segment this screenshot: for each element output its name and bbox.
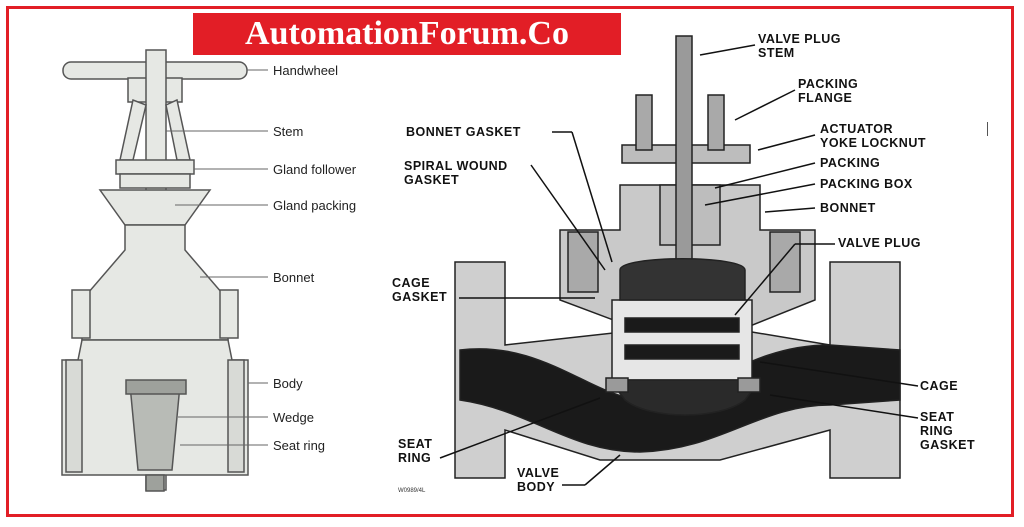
gate-leader-lines bbox=[166, 69, 268, 446]
label-valve-plug-stem: VALVE PLUG STEM bbox=[758, 32, 842, 60]
label-bonnet-gasket: BONNET GASKET bbox=[406, 125, 521, 139]
brand-banner: AutomationForum.Co bbox=[193, 13, 621, 55]
bonnet-bolt-left bbox=[71, 289, 91, 339]
drawing-code: W0989/4L bbox=[398, 488, 426, 494]
label-gland-packing: Gland packing bbox=[273, 198, 357, 213]
label-seat-ring-gasket: SEAT RING GASKET bbox=[920, 410, 976, 452]
label-valve-body: VALVE BODY bbox=[517, 466, 560, 494]
label-seat-ring-cv: SEAT RING bbox=[398, 437, 433, 465]
label-valve-plug: VALVE PLUG bbox=[838, 236, 922, 250]
label-wedge: Wedge bbox=[273, 410, 314, 425]
red-border-frame bbox=[6, 6, 1014, 517]
label-packing-flange: PACKING FLANGE bbox=[798, 77, 859, 105]
edge-mark bbox=[987, 122, 988, 136]
label-gland-follower: Gland follower bbox=[273, 162, 357, 177]
label-spiral-wound-gasket: SPIRAL WOUND GASKET bbox=[404, 159, 508, 187]
label-actuator-yoke-locknut: ACTUATOR YOKE LOCKNUT bbox=[820, 122, 926, 150]
label-cage-gasket: CAGE GASKET bbox=[392, 276, 448, 304]
bonnet-shell bbox=[81, 224, 229, 341]
label-seat-ring: Seat ring bbox=[273, 438, 326, 453]
label-body: Body bbox=[273, 376, 303, 391]
control-leader-lines bbox=[439, 44, 919, 486]
gland-follower bbox=[115, 159, 195, 175]
label-handwheel: Handwheel bbox=[273, 63, 339, 78]
label-packing: PACKING bbox=[820, 156, 881, 170]
yoke-left bbox=[119, 98, 147, 161]
gland-packing bbox=[98, 189, 212, 226]
control-valve-drawing bbox=[454, 35, 901, 479]
label-packing-box: PACKING BOX bbox=[820, 177, 913, 191]
yoke-right bbox=[165, 98, 191, 161]
gland-flange bbox=[119, 173, 191, 189]
bonnet-bolt-right bbox=[219, 289, 239, 339]
seat-ring-shape bbox=[125, 379, 187, 395]
label-cage: CAGE bbox=[920, 379, 959, 393]
label-bonnet-cv: BONNET bbox=[820, 201, 876, 215]
label-bonnet: Bonnet bbox=[273, 270, 315, 285]
label-stem: Stem bbox=[273, 124, 304, 139]
gate-valve-drawing bbox=[61, 49, 249, 492]
wedge bbox=[129, 384, 181, 471]
